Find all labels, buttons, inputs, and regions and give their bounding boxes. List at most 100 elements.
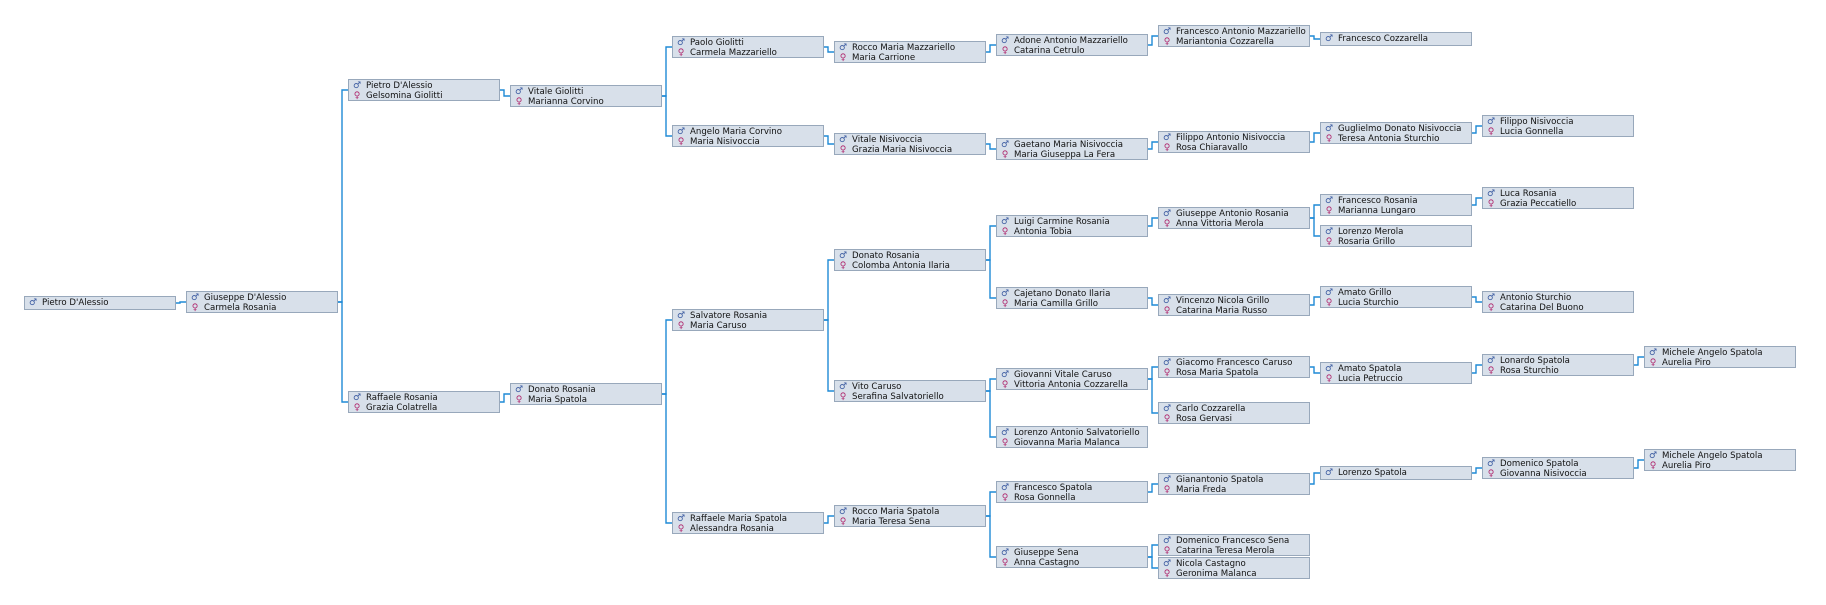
person-name: Gelsomina Giolitti [366,91,443,101]
male-person-row: ♂Salvatore Rosania [673,311,823,321]
person-box[interactable]: ♂Rocco Maria Spatola♀Maria Teresa Sena [834,505,986,527]
male-icon: ♂ [1648,348,1658,358]
female-person-row: ♀Rosa Maria Spatola [1159,368,1309,378]
person-name: Rosaria Grillo [1338,237,1396,247]
female-icon: ♀ [1325,134,1333,144]
tree-connector [1472,125,1482,134]
female-icon: ♀ [677,524,685,534]
male-icon: ♂ [514,385,524,395]
person-box[interactable]: ♂Paolo Giolitti♀Carmela Mazzariello [672,36,824,58]
person-box[interactable]: ♂Gianantonio Spatola♀Maria Freda [1158,473,1310,495]
person-box[interactable]: ♂Pietro D'Alessio [24,296,176,310]
person-name: Lonardo Spatola [1500,356,1570,366]
person-box[interactable]: ♂Rocco Maria Mazzariello♀Maria Carrione [834,41,986,63]
female-person-row: ♀Giovanna Maria Malanca [997,438,1147,448]
person-box[interactable]: ♂Nicola Castagno♀Geronima Malanca [1158,557,1310,579]
person-box[interactable]: ♂Giovanni Vitale Caruso♀Vittoria Antonia… [996,368,1148,390]
female-icon: ♀ [1163,569,1171,579]
person-box[interactable]: ♂Carlo Cozzarella♀Rosa Gervasi [1158,402,1310,424]
person-box[interactable]: ♂Donato Rosania♀Maria Spatola [510,383,662,405]
person-box[interactable]: ♂Raffaele Maria Spatola♀Alessandra Rosan… [672,512,824,534]
person-box[interactable]: ♂Lonardo Spatola♀Rosa Sturchio [1482,354,1634,376]
person-box[interactable]: ♂Vitale Giolitti♀Marianna Corvino [510,85,662,107]
female-icon: ♀ [1487,199,1495,209]
person-box[interactable]: ♂Luigi Carmine Rosania♀Antonia Tobia [996,215,1148,237]
female-icon: ♀ [1649,358,1657,368]
person-name: Lucia Petruccio [1338,374,1403,384]
person-box[interactable]: ♂Pietro D'Alessio♀Gelsomina Giolitti [348,79,500,101]
person-name: Paolo Giolitti [690,38,744,48]
person-name: Nicola Castagno [1176,559,1246,569]
person-box[interactable]: ♂Vincenzo Nicola Grillo♀Catarina Maria R… [1158,294,1310,316]
male-person-row: ♂Giuseppe D'Alessio [187,293,337,303]
person-box[interactable]: ♂Domenico Francesco Sena♀Catarina Teresa… [1158,534,1310,556]
person-box[interactable]: ♂Raffaele Rosania♀Grazia Colatrella [348,391,500,413]
person-box[interactable]: ♂Michele Angelo Spatola♀Aurelia Piro [1644,449,1796,471]
person-name: Adone Antonio Mazzariello [1014,36,1128,46]
person-box[interactable]: ♂Giuseppe Sena♀Anna Castagno [996,546,1148,568]
person-name: Domenico Francesco Sena [1176,536,1290,546]
person-name: Giovanni Vitale Caruso [1014,370,1112,380]
person-name: Cajetano Donato Ilaria [1014,289,1111,299]
female-icon: ♀ [1163,368,1171,378]
tree-connector [176,301,186,304]
person-box[interactable]: ♂Michele Angelo Spatola♀Aurelia Piro [1644,346,1796,368]
person-name: Francesco Cozzarella [1338,34,1428,44]
person-box[interactable]: ♂Filippo Nisivoccia♀Lucia Gonnella [1482,115,1634,137]
person-box[interactable]: ♂Guglielmo Donato Nisivoccia♀Teresa Anto… [1320,122,1472,144]
person-box[interactable]: ♂Amato Spatola♀Lucia Petruccio [1320,362,1472,384]
person-box[interactable]: ♂Giacomo Francesco Caruso♀Rosa Maria Spa… [1158,356,1310,378]
person-box[interactable]: ♂Francesco Spatola♀Rosa Gonnella [996,481,1148,503]
person-box[interactable]: ♂Giuseppe Antonio Rosania♀Anna Vittoria … [1158,207,1310,229]
male-person-row: ♂Giuseppe Antonio Rosania [1159,209,1309,219]
person-box[interactable]: ♂Vito Caruso♀Serafina Salvatoriello [834,380,986,402]
person-box[interactable]: ♂Salvatore Rosania♀Maria Caruso [672,309,824,331]
female-icon: ♀ [353,91,361,101]
person-name: Rosa Chiaravallo [1176,143,1248,153]
person-box[interactable]: ♂Francesco Antonio Mazzariello♀Marianton… [1158,25,1310,47]
male-icon: ♂ [352,81,362,91]
person-box[interactable]: ♂Lorenzo Spatola [1320,466,1472,480]
person-box[interactable]: ♂Angelo Maria Corvino♀Maria Nisivoccia [672,125,824,147]
person-box[interactable]: ♂Vitale Nisivoccia♀Grazia Maria Nisivocc… [834,133,986,155]
person-box[interactable]: ♂Giuseppe D'Alessio♀Carmela Rosania [186,291,338,313]
male-icon: ♂ [1324,34,1334,44]
person-name: Vincenzo Nicola Grillo [1176,296,1270,306]
person-name: Grazia Colatrella [366,403,438,413]
male-person-row: ♂Vincenzo Nicola Grillo [1159,296,1309,306]
person-box[interactable]: ♂Adone Antonio Mazzariello♀Catarina Cetr… [996,34,1148,56]
person-box[interactable]: ♂Cajetano Donato Ilaria♀Maria Camilla Gr… [996,287,1148,309]
person-name: Maria Caruso [690,321,747,331]
female-icon: ♀ [1487,366,1495,376]
male-person-row: ♂Vitale Giolitti [511,87,661,97]
female-icon: ♀ [1325,374,1333,384]
person-name: Gianantonio Spatola [1176,475,1264,485]
person-name: Michele Angelo Spatola [1662,451,1763,461]
female-icon: ♀ [515,97,523,107]
male-icon: ♂ [28,298,38,308]
male-person-row: ♂Amato Grillo [1321,288,1471,298]
person-name: Francesco Spatola [1014,483,1093,493]
person-box[interactable]: ♂Donato Rosania♀Colomba Antonia Ilaria [834,249,986,271]
male-person-row: ♂Michele Angelo Spatola [1645,451,1795,461]
person-box[interactable]: ♂Lorenzo Merola♀Rosaria Grillo [1320,225,1472,247]
person-name: Maria Camilla Grillo [1014,299,1099,309]
person-box[interactable]: ♂Lorenzo Antonio Salvatoriello♀Giovanna … [996,426,1148,448]
female-person-row: ♀Catarina Cetrulo [997,46,1147,56]
female-icon: ♀ [353,403,361,413]
person-box[interactable]: ♂Francesco Rosania♀Marianna Lungaro [1320,194,1472,216]
person-box[interactable]: ♂Amato Grillo♀Lucia Sturchio [1320,286,1472,308]
person-box[interactable]: ♂Luca Rosania♀Grazia Peccatiello [1482,187,1634,209]
person-name: Lorenzo Spatola [1338,468,1407,478]
person-name: Mariantonia Cozzarella [1176,37,1274,47]
tree-connector [1148,35,1158,46]
person-box[interactable]: ♂Antonio Sturchio♀Catarina Del Buono [1482,291,1634,313]
person-box[interactable]: ♂Filippo Antonio Nisivoccia♀Rosa Chiarav… [1158,131,1310,153]
female-person-row: ♀Maria Carrione [835,53,985,63]
person-box[interactable]: ♂Domenico Spatola♀Giovanna Nisivoccia [1482,457,1634,479]
female-person-row: ♀Geronima Malanca [1159,569,1309,579]
male-icon: ♂ [838,135,848,145]
female-person-row: ♀Grazia Maria Nisivoccia [835,145,985,155]
person-box[interactable]: ♂Gaetano Maria Nisivoccia♀Maria Giuseppa… [996,138,1148,160]
person-box[interactable]: ♂ Francesco Cozzarella [1320,32,1472,46]
